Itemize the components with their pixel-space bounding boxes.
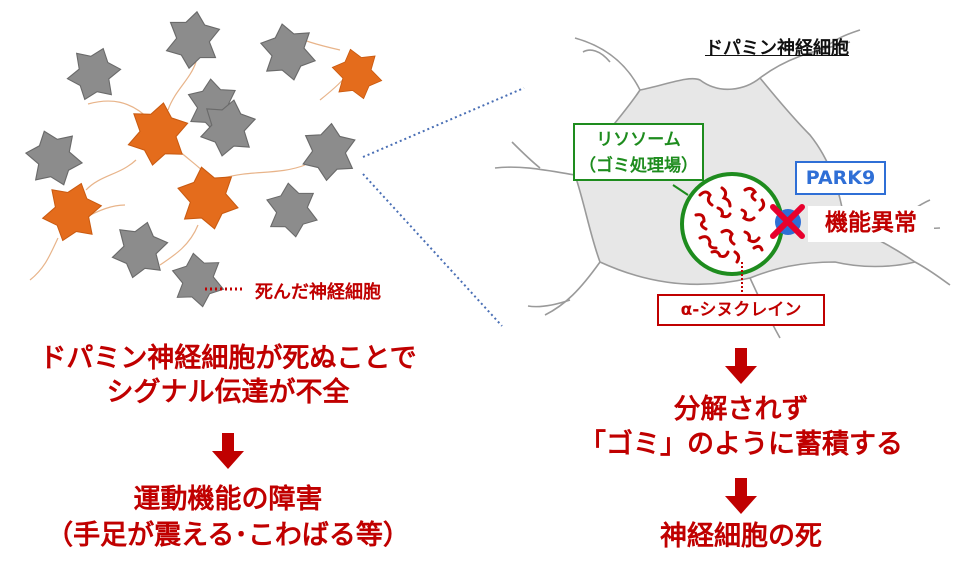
dysfunction-label: 機能異常: [808, 206, 934, 242]
left-statement: ドパミン神経細胞が死ぬことで シグナル伝達が不全: [0, 342, 456, 410]
healthy-neuron: [108, 215, 172, 285]
lysosome-label-connector: [672, 184, 689, 196]
healthy-neuron: [264, 179, 320, 241]
down-arrow-left-icon: [212, 433, 244, 469]
healthy-neuron: [257, 18, 319, 86]
right-result: 神経細胞の死: [660, 521, 822, 552]
right-statement-line1: 分解されず: [673, 394, 809, 425]
dead-neuron: [174, 160, 242, 236]
healthy-neuron: [20, 122, 88, 194]
neuron-cluster: [20, 7, 386, 312]
left-result-line2: （手足が震える･こわばる等）: [46, 520, 410, 551]
left-statement-line2: シグナル伝達が不全: [106, 377, 350, 408]
left-result-line1: 運動機能の障害: [133, 484, 323, 515]
healthy-neuron: [62, 40, 126, 108]
down-arrow-right-top-icon: [725, 348, 757, 384]
synuclein-aggregates: [694, 186, 766, 264]
healthy-neuron: [169, 248, 227, 312]
synuclein-label-box: α-シヌクレイン: [657, 294, 825, 326]
park9-label-box: PARK9: [795, 161, 886, 195]
lysosome: [680, 172, 784, 276]
left-statement-line1: ドパミン神経細胞が死ぬことで: [39, 343, 417, 374]
cell-title: ドパミン神経細胞: [705, 38, 849, 59]
lysosome-label-line1: リソソーム: [596, 130, 681, 150]
right-statement-line2: 「ゴミ」のように蓄積する: [579, 429, 903, 460]
dead-neuron: [328, 43, 386, 105]
left-result: 運動機能の障害 （手足が震える･こわばる等）: [0, 482, 456, 554]
healthy-neuron: [301, 120, 357, 184]
lysosome-label-box: リソソーム （ゴミ処理場）: [573, 123, 704, 181]
down-arrow-right-bottom-icon: [725, 478, 757, 514]
right-statement: 分解されず 「ゴミ」のように蓄積する: [560, 392, 922, 462]
zoom-connector-lines: [362, 87, 525, 327]
down-arrows: [212, 348, 757, 514]
dead-neuron-legend-label: 死んだ神経細胞: [255, 282, 381, 303]
healthy-neuron: [164, 7, 222, 73]
dysfunction-cross-icon: [770, 204, 805, 239]
lysosome-label-line2: （ゴミ処理場）: [579, 156, 698, 176]
